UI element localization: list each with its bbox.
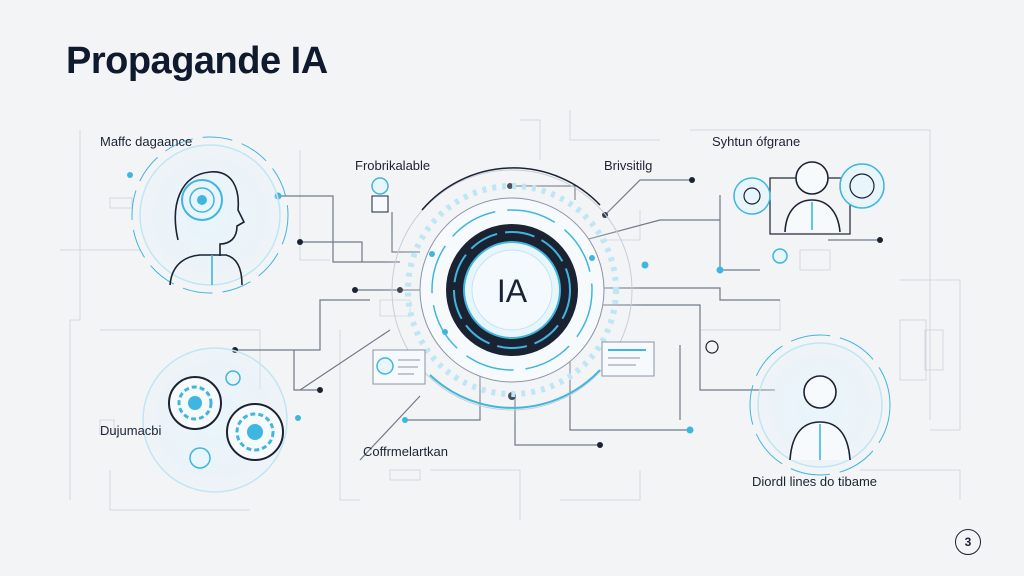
person-icon xyxy=(784,161,841,233)
label-bottom-center: Coffrmelartkan xyxy=(363,444,449,459)
label-top-left: Maffc dagaance xyxy=(100,134,193,149)
label-bottom-right: Diordl lines do tibame xyxy=(752,474,878,489)
profile-icon xyxy=(733,177,771,215)
label-top-center-right: Brivsitilg xyxy=(604,158,653,173)
label-middle-left: Dujumacbi xyxy=(100,423,162,438)
node-top-left xyxy=(131,136,289,294)
gear-icon xyxy=(226,403,284,461)
label-top-right: Syhtun ófgrane xyxy=(712,134,801,149)
page-number: 3 xyxy=(955,529,981,555)
brain-head-icon xyxy=(169,171,246,286)
hub-label: IA xyxy=(497,273,528,309)
node-top-right xyxy=(733,161,885,264)
person-icon xyxy=(789,375,851,461)
face-scan-icon xyxy=(839,163,885,209)
document-card-icon xyxy=(601,341,655,377)
node-middle-left xyxy=(142,347,288,493)
gear-icon xyxy=(168,376,222,430)
label-top-center-left: Frobrikalable xyxy=(355,158,431,173)
document-card-icon xyxy=(372,349,426,385)
lock-icon xyxy=(371,177,389,213)
node-bottom-right xyxy=(749,334,891,476)
pin-icon xyxy=(705,340,719,354)
page-title: Propagande IA xyxy=(66,40,328,82)
ia-hub: IA xyxy=(377,155,647,425)
